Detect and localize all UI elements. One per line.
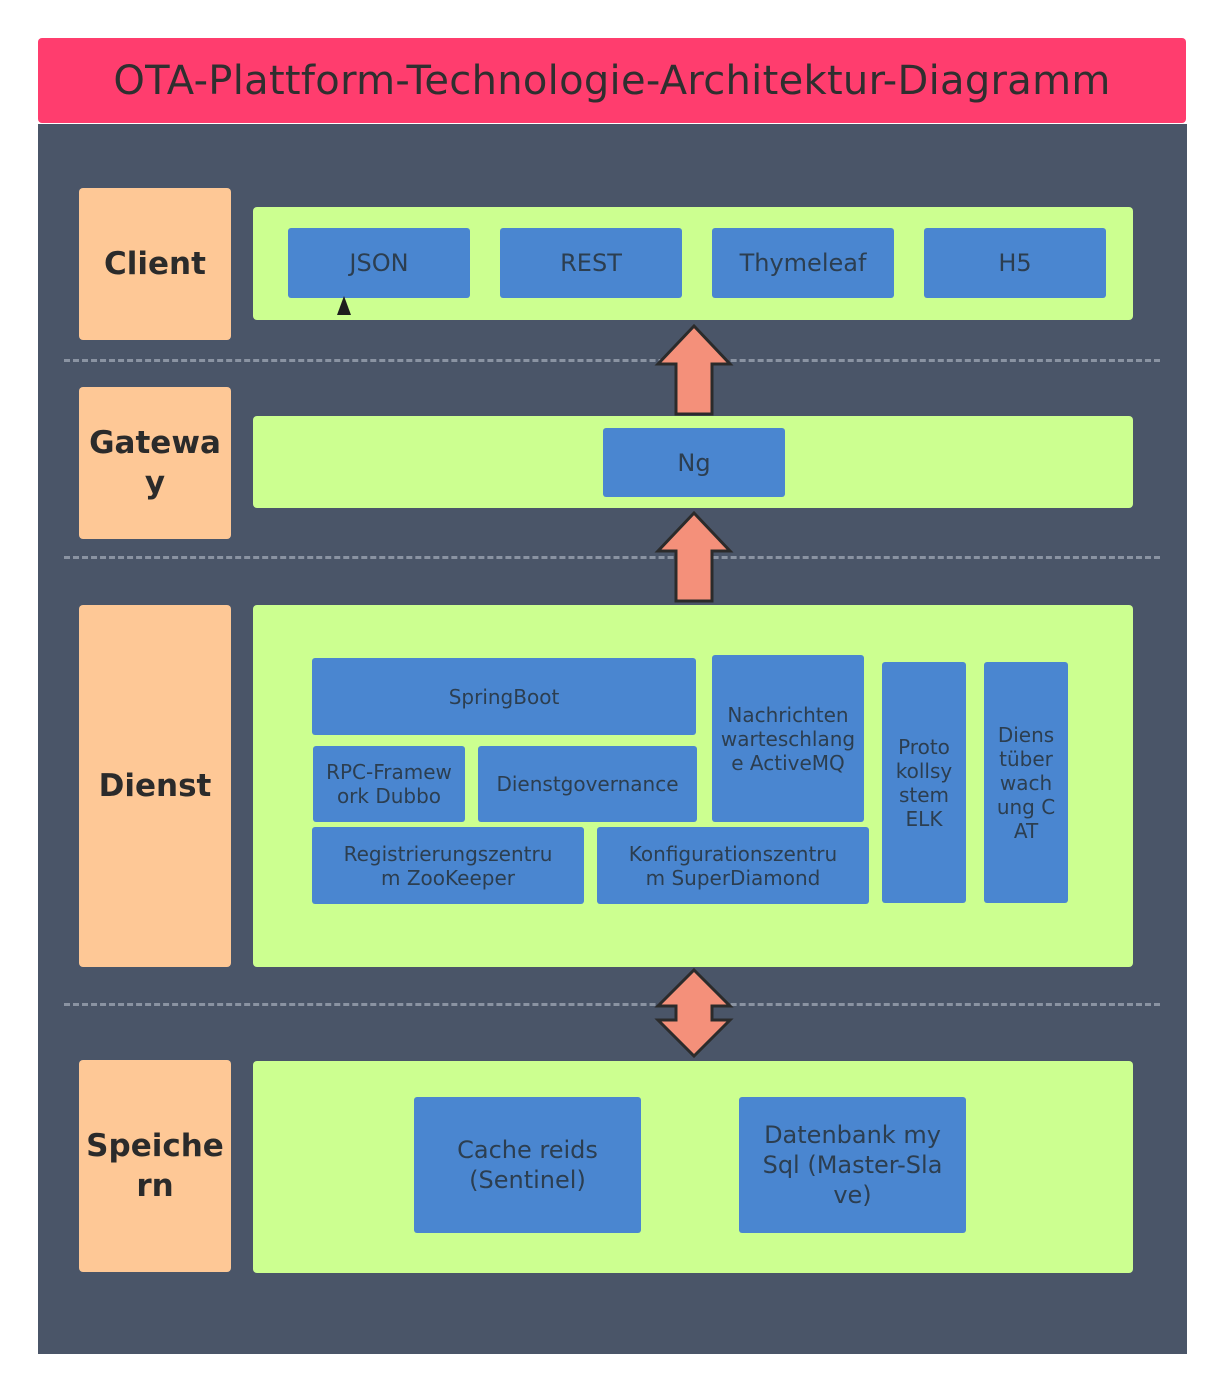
service-mq-activemq: Nachrichtenwarteschlange ActiveMQ [712, 655, 864, 822]
layer-label-client: Client [79, 188, 231, 340]
storage-zone [253, 1061, 1133, 1273]
layer-separator [64, 359, 1160, 362]
service-logging-elk: Protokollsystem ELK [882, 662, 966, 903]
bidirectional-arrow-icon [654, 967, 734, 1059]
layer-label-service: Dienst [79, 605, 231, 967]
layer-label-gateway: Gateway [79, 387, 231, 539]
service-governance: Dienstgovernance [478, 746, 697, 822]
service-springboot: SpringBoot [312, 658, 696, 735]
service-rpc-dubbo: RPC-Framework Dubbo [313, 746, 465, 822]
client-item-rest: REST [500, 228, 682, 298]
gateway-item-ng: Ng [603, 428, 785, 497]
layer-separator [64, 556, 1160, 559]
service-monitoring-cat: Dienstüberwachung CAT [984, 662, 1068, 903]
storage-database-mysql: Datenbank mySql (Master-Slave) [739, 1097, 966, 1233]
diagram-title: OTA-Plattform-Technologie-Architektur-Di… [38, 38, 1186, 123]
client-item-thymeleaf: Thymeleaf [712, 228, 894, 298]
service-config-superdiamond: Konfigurationszentrum SuperDiamond [597, 827, 869, 904]
client-item-json: JSON [288, 228, 470, 298]
storage-cache-redis: Cache reids (Sentinel) [414, 1097, 641, 1233]
layer-separator [64, 1003, 1160, 1006]
service-registry-zookeeper: Registrierungszentrum ZooKeeper [312, 827, 584, 904]
cursor-marker-icon [337, 296, 351, 315]
client-item-h5: H5 [924, 228, 1106, 298]
up-arrow-icon [654, 323, 734, 416]
layer-label-storage: Speichern [79, 1060, 231, 1272]
up-arrow-icon [654, 510, 734, 603]
